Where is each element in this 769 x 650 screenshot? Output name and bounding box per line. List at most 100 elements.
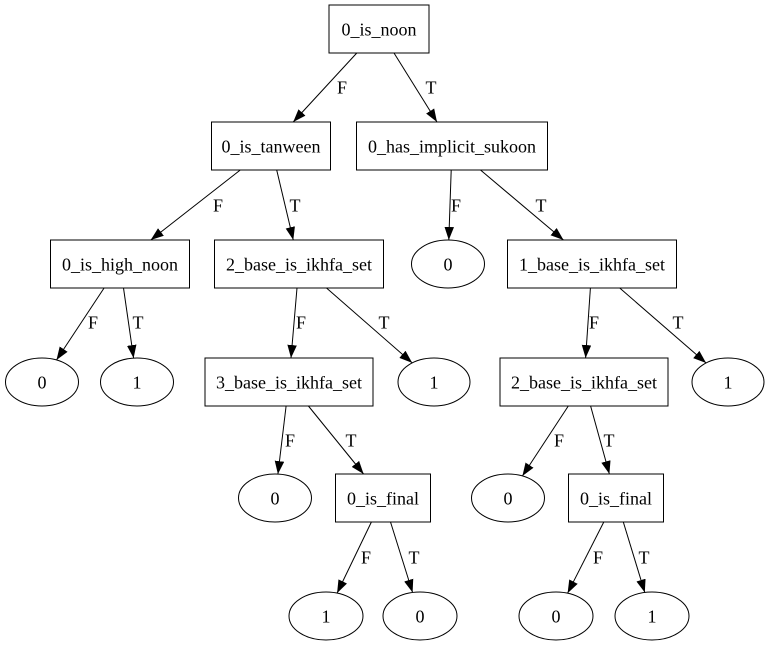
- decision-node-box: [335, 473, 431, 523]
- leaf-node: 1: [100, 357, 174, 407]
- leaf-node: 1: [288, 591, 364, 641]
- leaf-node: 1: [691, 357, 765, 407]
- nodes-layer: 0_is_noon 0_is_tanween 0_has_implicit_suko…: [5, 4, 765, 641]
- decision-node-box: [214, 239, 384, 289]
- decision-node-box: [356, 121, 548, 171]
- leaf-node: 0: [518, 591, 594, 641]
- tree-edge-n3-n7: [56, 287, 105, 361]
- node-label: 3_base_is_ikhfa_set: [216, 372, 362, 392]
- decision-node: 0_is_tanween: [211, 121, 331, 171]
- edge-label: T: [379, 312, 390, 332]
- tree-edge-n16-n20: [622, 521, 646, 593]
- leaf-node-ellipse: [100, 357, 174, 407]
- edge-label: T: [346, 430, 357, 450]
- leaf-node-ellipse: [397, 357, 471, 407]
- edge-label: F: [554, 430, 564, 450]
- leaf-node: 0: [382, 591, 458, 641]
- edge-label: F: [361, 547, 371, 567]
- leaf-node-ellipse: [518, 591, 594, 641]
- edge-label: F: [285, 430, 295, 450]
- leaf-node-ellipse: [691, 357, 765, 407]
- decision-node-box: [211, 121, 331, 171]
- leaf-node-ellipse: [238, 473, 312, 523]
- edge-label: F: [593, 547, 603, 567]
- tree-edge-n6-n11: [581, 287, 592, 359]
- leaf-node-ellipse: [288, 591, 364, 641]
- decision-node-box: [328, 4, 430, 54]
- leaf-node-ellipse: [411, 239, 485, 289]
- node-label: 0_has_implicit_sukoon: [368, 136, 536, 156]
- tree-edge-n14-n17: [336, 521, 372, 594]
- node-label: 1: [430, 372, 439, 392]
- leaf-node-ellipse: [5, 357, 79, 407]
- node-label: 1: [724, 372, 733, 392]
- edge-label: F: [589, 312, 599, 332]
- tree-edge-n1-n3: [150, 169, 241, 241]
- node-label: 0: [504, 488, 513, 508]
- node-label: 0: [416, 606, 425, 626]
- node-label: 0: [38, 372, 47, 392]
- node-label: 0_is_final: [580, 488, 652, 508]
- tree-edge-n6-n12: [619, 287, 707, 364]
- node-label: 0: [552, 606, 561, 626]
- edge-label: T: [409, 547, 420, 567]
- node-label: 0: [444, 254, 453, 274]
- edge-label: T: [536, 195, 547, 215]
- leaf-node-ellipse: [614, 591, 690, 641]
- edge-label: F: [296, 312, 306, 332]
- node-label: 1: [322, 606, 331, 626]
- leaf-node: 1: [397, 357, 471, 407]
- decision-node-box: [568, 473, 664, 523]
- leaf-node: 0: [238, 473, 312, 523]
- tree-edge-n3-n8: [123, 287, 137, 359]
- node-label: 0: [271, 488, 280, 508]
- decision-node: 0_is_high_noon: [50, 239, 190, 289]
- decision-node-box: [204, 357, 374, 407]
- decision-node-box: [50, 239, 190, 289]
- node-label: 1: [648, 606, 657, 626]
- tree-edge-n0-n1: [292, 52, 358, 123]
- tree-edge-n4-n9: [287, 287, 298, 359]
- edge-label: T: [604, 430, 615, 450]
- decision-node-box: [507, 239, 677, 289]
- edge-label: F: [213, 195, 223, 215]
- edge-label: F: [451, 195, 461, 215]
- decision-node: 0_is_final: [568, 473, 664, 523]
- decision-node: 0_is_final: [335, 473, 431, 523]
- decision-node: 3_base_is_ikhfa_set: [204, 357, 374, 407]
- node-label: 0_is_high_noon: [62, 254, 178, 274]
- edge-label: F: [337, 77, 347, 97]
- tree-edge-n0-n2: [393, 52, 438, 123]
- edge-label: T: [673, 312, 684, 332]
- tree-edge-n9-n14: [308, 405, 364, 475]
- leaf-node: 1: [614, 591, 690, 641]
- leaf-node-ellipse: [382, 591, 458, 641]
- edge-label: T: [290, 195, 301, 215]
- node-label: 1_base_is_ikhfa_set: [519, 254, 665, 274]
- node-label: 1: [133, 372, 142, 392]
- tree-edge-n9-n13: [274, 405, 287, 475]
- edge-label: T: [133, 312, 144, 332]
- decision-node: 2_base_is_ikhfa_set: [214, 239, 384, 289]
- leaf-node: 0: [5, 357, 79, 407]
- leaf-node-ellipse: [471, 473, 545, 523]
- tree-edge-n2-n6: [480, 169, 564, 241]
- tree-edge-n16-n19: [567, 521, 605, 594]
- decision-node: 1_base_is_ikhfa_set: [507, 239, 677, 289]
- tree-edge-n1-n4: [276, 169, 295, 241]
- node-label: 0_is_tanween: [222, 136, 321, 156]
- decision-node: 2_base_is_ikhfa_set: [499, 357, 669, 407]
- tree-edge-n2-n5: [444, 169, 454, 241]
- tree-edge-n11-n15: [521, 405, 569, 477]
- node-label: 2_base_is_ikhfa_set: [226, 254, 372, 274]
- tree-edge-n14-n18: [390, 521, 414, 593]
- tree-edge-n11-n16: [590, 405, 611, 475]
- decision-node: 0_has_implicit_sukoon: [356, 121, 548, 171]
- decision-node: 0_is_noon: [328, 4, 430, 54]
- node-label: 0_is_noon: [341, 19, 416, 39]
- leaf-node: 0: [471, 473, 545, 523]
- node-label: 2_base_is_ikhfa_set: [511, 372, 657, 392]
